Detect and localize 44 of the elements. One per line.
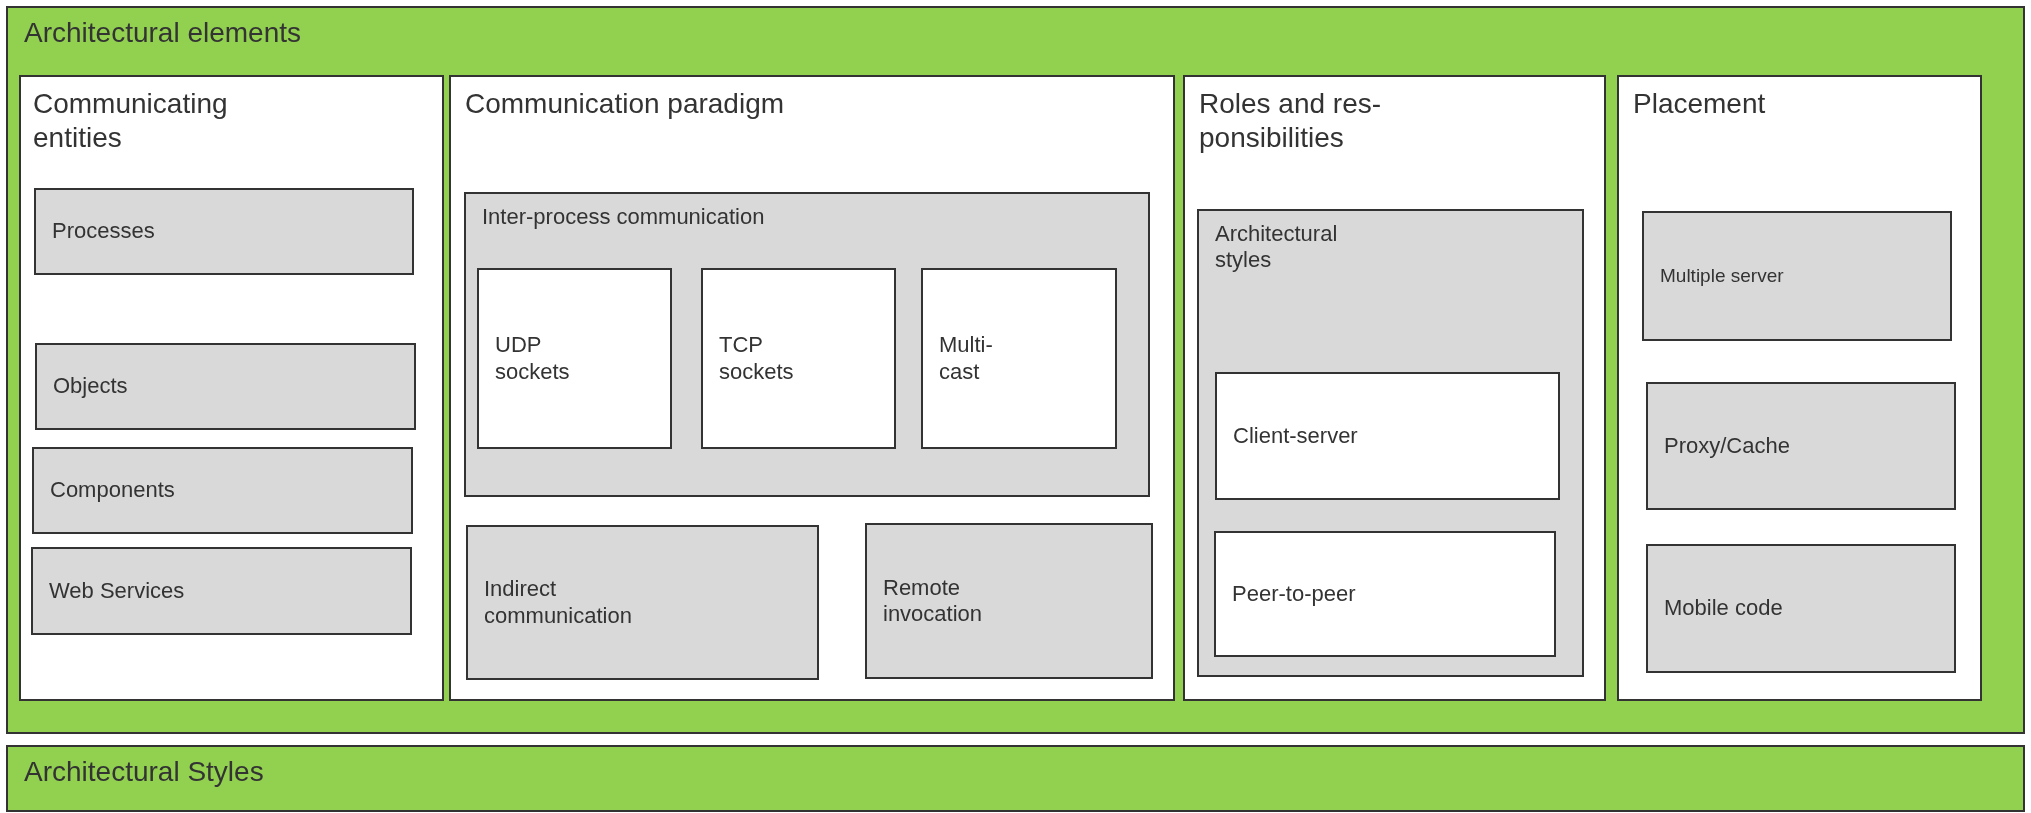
item-label: Remote invocation — [883, 574, 984, 628]
item-label: Multi- cast — [939, 332, 994, 385]
heading: Architectural styles — [1215, 221, 1339, 274]
heading: Architectural Styles — [24, 755, 265, 789]
item-box — [701, 268, 896, 449]
category-panel — [449, 75, 1175, 701]
item-label: Web Services — [49, 577, 186, 605]
item-label: Client-server — [1233, 422, 1359, 450]
group-box — [865, 523, 1153, 679]
item-label: Processes — [52, 218, 156, 245]
category-panel — [19, 75, 444, 701]
heading: Architectural elements — [24, 16, 302, 50]
group-box — [32, 447, 413, 534]
group-box — [466, 525, 819, 680]
group-box — [31, 547, 412, 635]
group-box — [35, 343, 416, 430]
heading: Communication paradigm — [465, 87, 786, 121]
heading: Inter-process communication — [482, 204, 766, 231]
item-box — [1215, 372, 1560, 500]
heading: Roles and res- ponsibilities — [1199, 87, 1383, 155]
section-band — [6, 745, 2025, 812]
item-box — [1214, 531, 1556, 657]
group-box — [34, 188, 414, 275]
item-box — [921, 268, 1117, 449]
category-panel — [1183, 75, 1606, 701]
item-label: Mobile code — [1664, 595, 1784, 622]
section-band — [6, 6, 2025, 734]
item-label: UDP sockets — [495, 332, 571, 385]
item-label: TCP sockets — [719, 332, 795, 385]
group-box — [464, 192, 1150, 497]
group-box — [1646, 544, 1956, 673]
item-label: Multiple server — [1660, 264, 1785, 288]
group-box — [1197, 209, 1584, 677]
group-box — [1646, 382, 1956, 510]
item-label: Indirect communication — [484, 576, 633, 629]
item-label: Peer-to-peer — [1232, 580, 1357, 608]
item-label: Objects — [53, 373, 129, 400]
item-label: Components — [50, 477, 176, 504]
item-label: Proxy/Cache — [1664, 432, 1791, 460]
heading: Placement — [1633, 87, 1767, 121]
group-box — [1642, 211, 1952, 341]
item-box — [477, 268, 672, 449]
heading: Communicating entities — [33, 87, 229, 155]
category-panel — [1617, 75, 1982, 701]
